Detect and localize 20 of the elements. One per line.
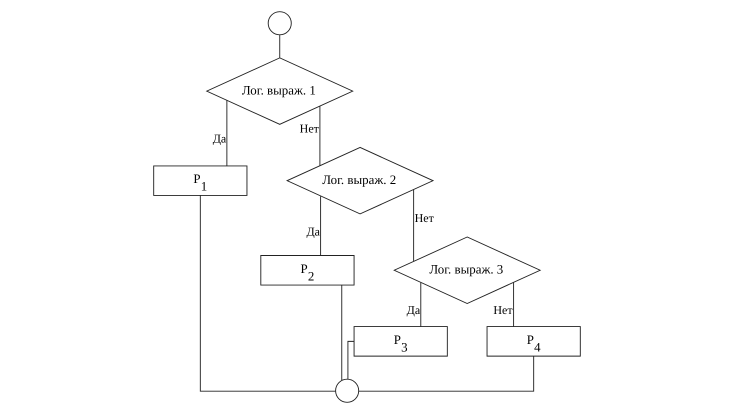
- connector: [226, 100, 227, 166]
- node-circle: [334, 378, 359, 403]
- connector: [346, 340, 354, 380]
- edge-label: Да: [306, 224, 320, 238]
- connector: [512, 282, 514, 327]
- node-diamond: Лог. выраж. 1: [205, 57, 354, 125]
- node-diamond: Лог. выраж. 2: [286, 146, 434, 214]
- connector: [358, 356, 534, 392]
- connector: [199, 195, 336, 392]
- connector: [320, 196, 321, 256]
- edge-label: Нет: [492, 303, 512, 318]
- connector: [340, 284, 342, 381]
- edge-label: Да: [406, 303, 420, 318]
- node-circle: [267, 11, 292, 36]
- node-diamond: Лог. выраж. 3: [392, 236, 541, 304]
- connector: [278, 34, 280, 58]
- connector: [420, 282, 421, 327]
- edge-label: Да: [212, 132, 226, 146]
- connector: [412, 189, 414, 262]
- connector: [318, 106, 320, 166]
